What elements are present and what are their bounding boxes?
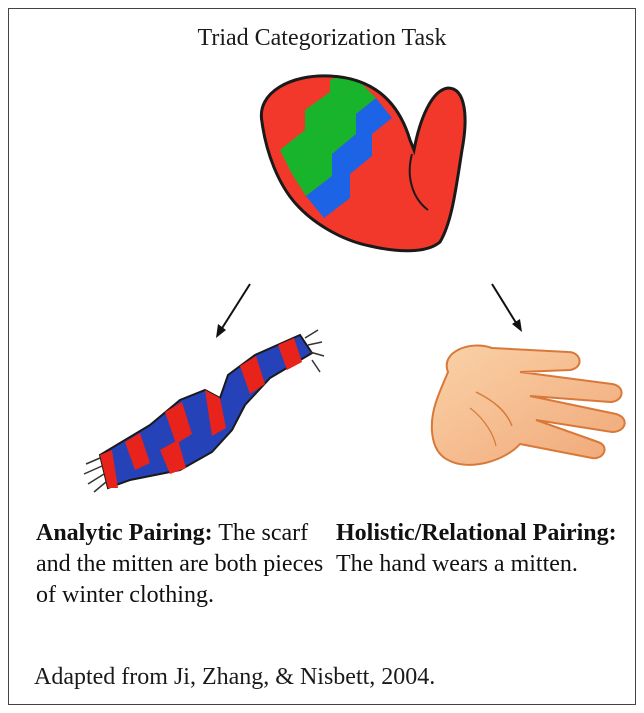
source-citation: Adapted from Ji, Zhang, & Nisbett, 2004.: [34, 664, 435, 691]
hand-image: [432, 345, 625, 464]
arrow-to-hand: [492, 284, 522, 332]
scarf-image: [84, 330, 324, 492]
analytic-pairing-heading: Analytic Pairing:: [36, 520, 213, 546]
holistic-pairing-caption: Holistic/Relational Pairing: The hand we…: [336, 518, 636, 580]
analytic-pairing-caption: Analytic Pairing: The scarf and the mitt…: [36, 518, 326, 611]
arrow-to-scarf: [216, 284, 250, 338]
holistic-pairing-heading: Holistic/Relational Pairing:: [336, 520, 617, 546]
mitten-image: [250, 70, 480, 260]
holistic-pairing-text: The hand wears a mitten.: [336, 551, 578, 577]
